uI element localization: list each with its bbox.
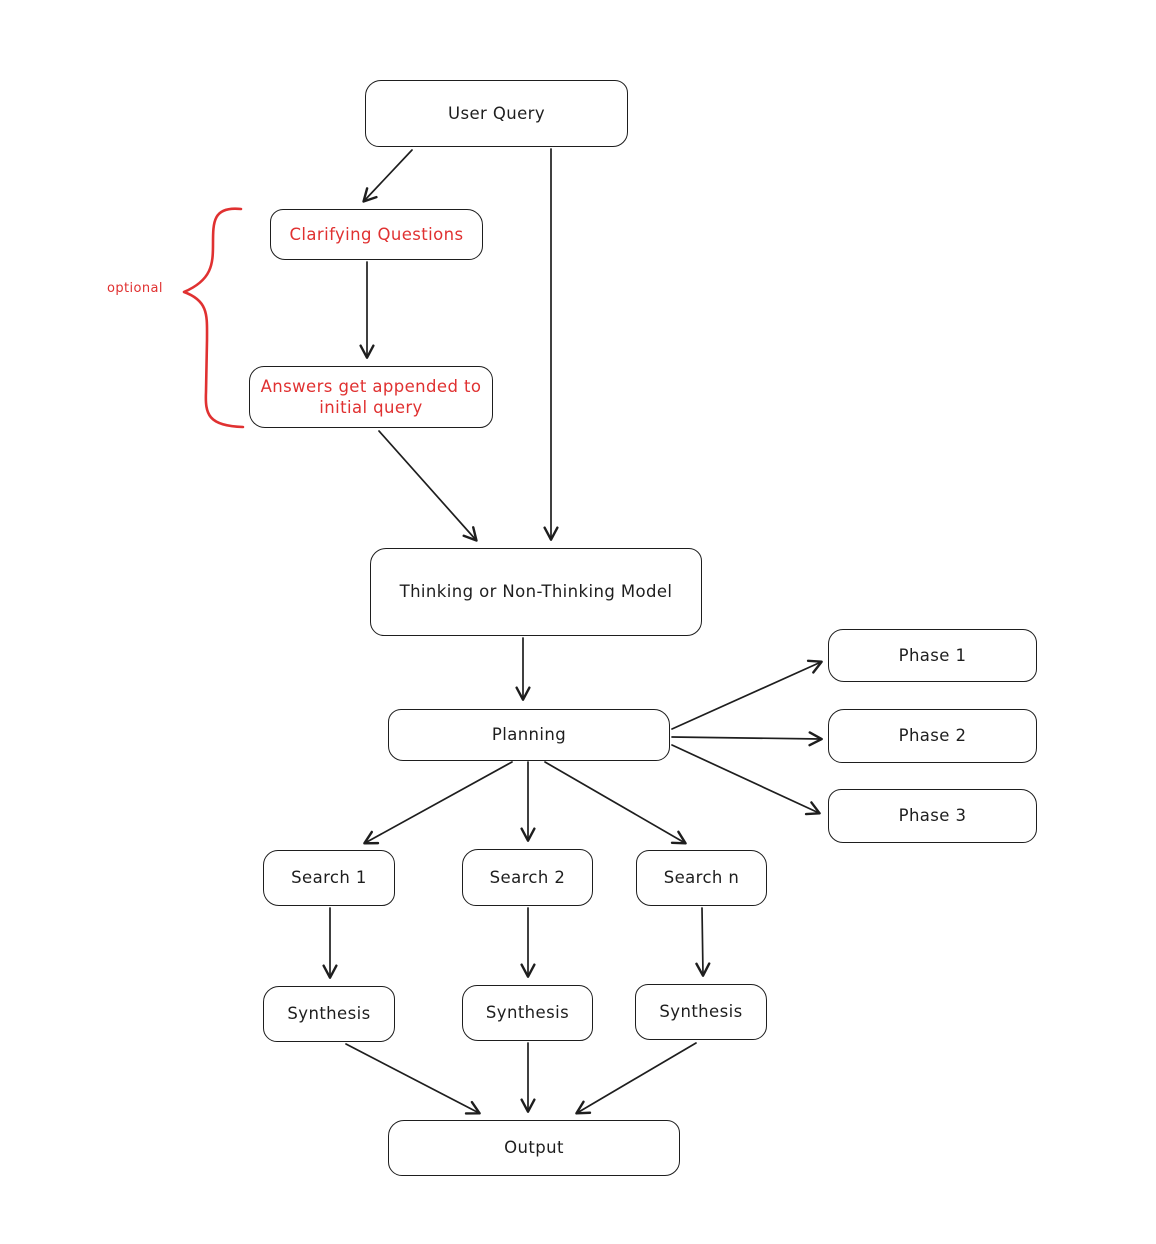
node-phase-3-label: Phase 3 bbox=[898, 806, 967, 826]
edge-synthesis-1-to-output bbox=[345, 1043, 481, 1115]
node-synthesis-1: Synthesis bbox=[263, 986, 395, 1042]
node-search-2-label: Search 2 bbox=[489, 867, 566, 887]
node-search-1-label: Search 1 bbox=[291, 868, 367, 888]
optional-label: optional bbox=[107, 281, 163, 296]
node-phase-1: Phase 1 bbox=[828, 629, 1037, 682]
node-synthesis-2: Synthesis bbox=[462, 985, 593, 1041]
node-planning: Planning bbox=[388, 709, 670, 761]
node-clarifying-questions-label: Clarifying Questions bbox=[289, 224, 464, 244]
node-user-query-label: User Query bbox=[448, 103, 545, 123]
node-user-query: User Query bbox=[365, 80, 628, 147]
node-planning-label: Planning bbox=[491, 725, 567, 745]
node-search-n: Search n bbox=[636, 850, 767, 906]
optional-brace bbox=[182, 207, 245, 429]
edge-answers-to-thinking bbox=[378, 430, 478, 542]
edge-planning-to-phase-1 bbox=[671, 659, 823, 730]
node-synthesis-2-label: Synthesis bbox=[485, 1003, 570, 1023]
node-search-1: Search 1 bbox=[263, 850, 395, 906]
node-synthesis-3: Synthesis bbox=[635, 984, 767, 1040]
edge-planning-to-phase-3 bbox=[671, 744, 821, 816]
edge-user-query-to-clarifying bbox=[362, 149, 413, 203]
node-search-n-label: Search n bbox=[663, 868, 740, 888]
node-phase-2-label: Phase 2 bbox=[898, 726, 967, 746]
edge-planning-to-phase-2 bbox=[671, 731, 823, 747]
node-clarifying-questions: Clarifying Questions bbox=[270, 209, 483, 260]
node-answers-appended: Answers get appended to initial query bbox=[249, 366, 493, 428]
node-search-2: Search 2 bbox=[462, 849, 593, 906]
edge-planning-to-search-n bbox=[544, 761, 687, 845]
node-phase-3: Phase 3 bbox=[828, 789, 1037, 843]
node-output: Output bbox=[388, 1120, 680, 1176]
edge-search-n-to-synthesis-3 bbox=[695, 907, 711, 977]
node-phase-1-label: Phase 1 bbox=[898, 645, 967, 665]
node-synthesis-1-label: Synthesis bbox=[287, 1004, 371, 1024]
node-phase-2: Phase 2 bbox=[828, 709, 1037, 763]
edge-planning-to-search-1 bbox=[363, 761, 513, 845]
node-output-label: Output bbox=[504, 1138, 564, 1158]
node-synthesis-3-label: Synthesis bbox=[659, 1002, 743, 1022]
node-answers-appended-label: Answers get appended to initial query bbox=[260, 376, 482, 417]
edge-synthesis-3-to-output bbox=[575, 1042, 697, 1115]
node-thinking-model-label: Thinking or Non-Thinking Model bbox=[399, 582, 673, 602]
node-thinking-model: Thinking or Non-Thinking Model bbox=[370, 548, 702, 636]
